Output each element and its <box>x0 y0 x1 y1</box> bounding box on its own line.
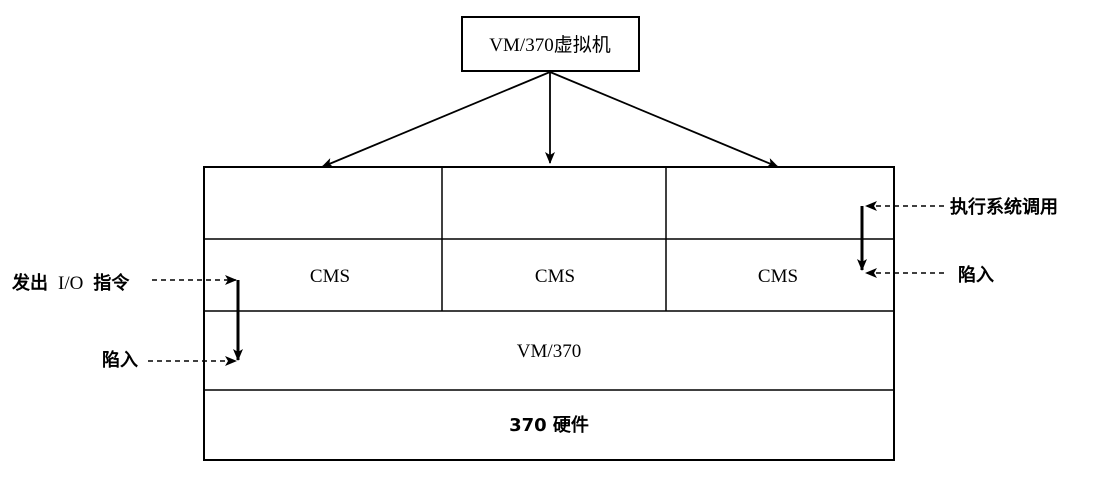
cms-cell-1: CMS <box>310 266 350 287</box>
left-trap-label: 陷入 <box>102 349 138 371</box>
cms-cell-3: CMS <box>758 266 798 287</box>
vm370-layer-label: VM/370 <box>517 341 581 362</box>
vm-box-label: VM/370虚拟机 <box>489 34 610 56</box>
layer-block <box>203 166 895 461</box>
hardware-layer-label: 370 硬件 <box>509 414 589 436</box>
issue-io-label: 发出 I/O 指令 <box>11 272 130 294</box>
vm-box <box>461 16 640 72</box>
syscall-label: 执行系统调用 <box>950 196 1058 218</box>
right-trap-label: 陷入 <box>958 264 994 286</box>
arrow-to-left-cell <box>321 71 551 168</box>
cms-cell-2: CMS <box>535 266 575 287</box>
arrow-to-right-cell <box>549 71 779 168</box>
